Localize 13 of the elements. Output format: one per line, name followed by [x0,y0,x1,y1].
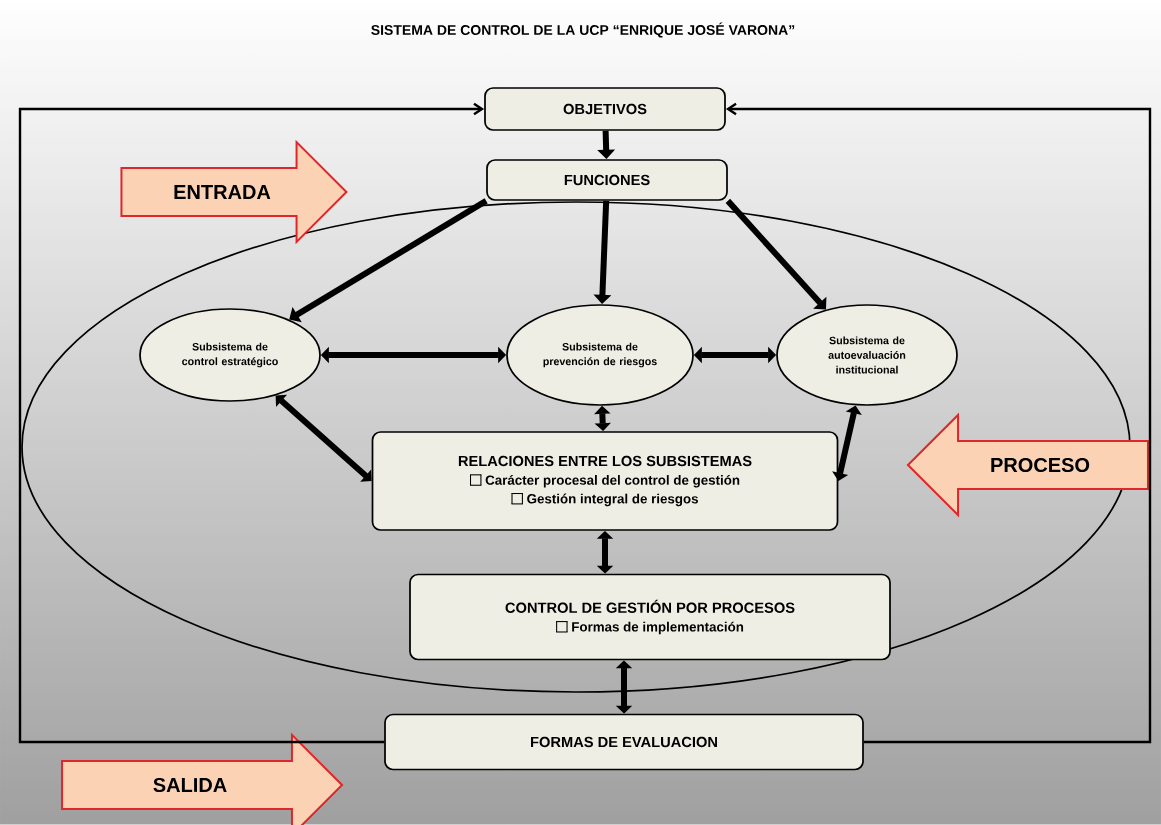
process-box: FUNCIONES [486,159,728,201]
ellipse-outline [21,201,1131,693]
process-box: RELACIONES ENTRE LOS SUBSISTEMAS Carácter procesal del control de gestión Gestión integral de riesgos [371,431,839,531]
process-box: FORMAS DE EVALUACION [384,713,864,771]
process-box: OBJETIVOS [484,87,726,131]
arrow [275,394,372,482]
title: SISTEMA DE CONTROL DE LA UCP “ENRIQUE JOSÉ VARONA” [371,22,795,38]
arrow [725,102,1152,744]
arrow [615,660,633,714]
process-box: CONTROL DE GESTIÓN POR PROCESOS Formas de implementación [409,573,891,661]
arrow [725,198,827,310]
arrow [18,102,485,744]
arrow [289,198,488,323]
